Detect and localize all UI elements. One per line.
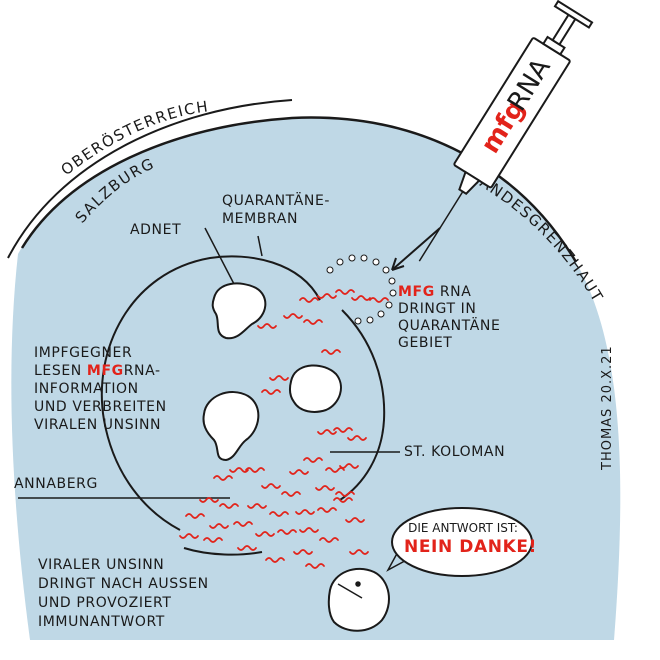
virus-squiggle bbox=[283, 313, 303, 319]
koloman-nucleus bbox=[289, 364, 342, 413]
virus-squiggle bbox=[219, 503, 239, 509]
outer-border-line bbox=[7, 99, 293, 259]
virus-squiggle bbox=[333, 427, 353, 433]
virus-squiggle bbox=[335, 289, 355, 295]
virus-squiggle bbox=[351, 295, 371, 301]
virus-squiggle bbox=[315, 485, 335, 491]
adnet-label: ADNET bbox=[130, 222, 182, 238]
entry-label-line2: DRINGT IN bbox=[398, 301, 477, 317]
virus-squiggle bbox=[317, 293, 337, 299]
virus-squiggle bbox=[255, 531, 275, 537]
virus-squiggle bbox=[333, 497, 353, 503]
virus-squiggle bbox=[203, 537, 223, 543]
virus-squiggle bbox=[335, 491, 355, 497]
outflow-line3: UND PROVOZIERT bbox=[38, 595, 172, 611]
membrane-label-line1: QUARANTÄNE- bbox=[222, 193, 331, 209]
outflow-line4: IMMUNANTWORT bbox=[38, 614, 165, 630]
membrane-pointer bbox=[257, 235, 263, 257]
viral-squiggles bbox=[179, 289, 389, 569]
virus-squiggle bbox=[319, 537, 339, 543]
virus-squiggle bbox=[317, 429, 337, 435]
koloman-label: ST. KOLOMAN bbox=[404, 444, 506, 460]
outflow-line1: VIRALER UNSINN bbox=[38, 557, 165, 573]
antivax-line3: INFORMATION bbox=[34, 381, 139, 397]
antivax-line5: VIRALEN UNSINN bbox=[34, 417, 162, 433]
virus-squiggle bbox=[317, 507, 337, 513]
antivax-line2-mfg: mfg bbox=[86, 363, 124, 379]
outflow-line2: DRINGT NACH AUSSEN bbox=[38, 576, 209, 592]
speech-line2: NEIN DANKE! bbox=[404, 537, 537, 557]
membrane-label: QUARANTÄNE- MEMBRAN bbox=[222, 192, 330, 228]
virus-squiggle bbox=[237, 545, 257, 551]
virus-squiggle bbox=[345, 517, 365, 523]
speech-text: DIE ANTWORT IST: NEIN DANKE! bbox=[404, 520, 537, 558]
membrane-pore bbox=[326, 254, 397, 325]
antivax-line1: IMPFGEGNER bbox=[34, 345, 133, 361]
membrane-label-line2: MEMBRAN bbox=[222, 211, 299, 227]
virus-squiggle bbox=[233, 521, 253, 527]
adnet-nucleus bbox=[211, 282, 267, 340]
virus-squiggle bbox=[303, 319, 323, 325]
antivax-line2-post: RNA- bbox=[123, 363, 161, 379]
immune-cell-face bbox=[337, 581, 363, 599]
virus-squiggle bbox=[277, 529, 297, 535]
virus-squiggle bbox=[261, 483, 281, 489]
antivax-line2-pre: LESEN bbox=[34, 363, 87, 379]
entry-mfg: mfg bbox=[398, 284, 435, 300]
virus-squiggle bbox=[185, 513, 205, 519]
virus-squiggle bbox=[339, 463, 359, 469]
virus-squiggle bbox=[281, 491, 301, 497]
injection-arrow bbox=[391, 227, 441, 271]
virus-squiggle bbox=[265, 557, 285, 563]
virus-squiggle bbox=[199, 497, 219, 503]
virus-squiggle bbox=[293, 549, 313, 555]
virus-squiggle bbox=[269, 511, 289, 517]
speech-line1: DIE ANTWORT IST: bbox=[408, 521, 518, 535]
annaberg-nucleus bbox=[202, 391, 260, 462]
virus-squiggle bbox=[349, 549, 369, 555]
virus-squiggle bbox=[257, 323, 277, 329]
virus-squiggle bbox=[303, 457, 323, 463]
virus-squiggle bbox=[209, 523, 229, 529]
virus-squiggle bbox=[261, 389, 281, 395]
entry-label-line3: QUARANTÄNE bbox=[398, 318, 501, 334]
entry-label: mfg RNA DRINGT IN QUARANTÄNE GEBIET bbox=[398, 284, 500, 352]
virus-squiggle bbox=[321, 349, 341, 355]
virus-squiggle bbox=[289, 469, 309, 475]
entry-label-line4: GEBIET bbox=[398, 335, 453, 351]
quarantine-membrane-right bbox=[339, 309, 386, 501]
entry-rna: RNA bbox=[434, 284, 472, 300]
virus-squiggle bbox=[245, 467, 265, 473]
virus-squiggle bbox=[305, 563, 325, 569]
virus-squiggle bbox=[299, 297, 319, 303]
quarantine-membrane-left bbox=[100, 255, 321, 531]
virus-squiggle bbox=[347, 435, 367, 441]
adnet-pointer bbox=[204, 227, 235, 285]
speech-bubble bbox=[391, 507, 533, 577]
virus-squiggle bbox=[295, 509, 315, 515]
antivax-line4: UND VERBREITEN bbox=[34, 399, 167, 415]
virus-squiggle bbox=[179, 533, 199, 539]
virus-squiggle bbox=[269, 375, 289, 381]
artist-signature: THOMAS 20.X.21 bbox=[600, 345, 615, 470]
entry-label-line1: mfg RNA bbox=[398, 284, 500, 301]
virus-squiggle bbox=[369, 297, 389, 303]
annaberg-label: ANNABERG bbox=[14, 476, 98, 492]
quarantine-membrane-bottom bbox=[183, 547, 263, 556]
virus-squiggle bbox=[213, 475, 233, 481]
virus-squiggle bbox=[229, 467, 249, 473]
outflow-label: VIRALER UNSINN DRINGT NACH AUSSEN UND PR… bbox=[38, 556, 209, 632]
immune-cell bbox=[327, 567, 390, 632]
virus-squiggle bbox=[247, 503, 267, 509]
virus-squiggle bbox=[299, 527, 319, 533]
landesgrenzhaut-line bbox=[20, 116, 578, 263]
